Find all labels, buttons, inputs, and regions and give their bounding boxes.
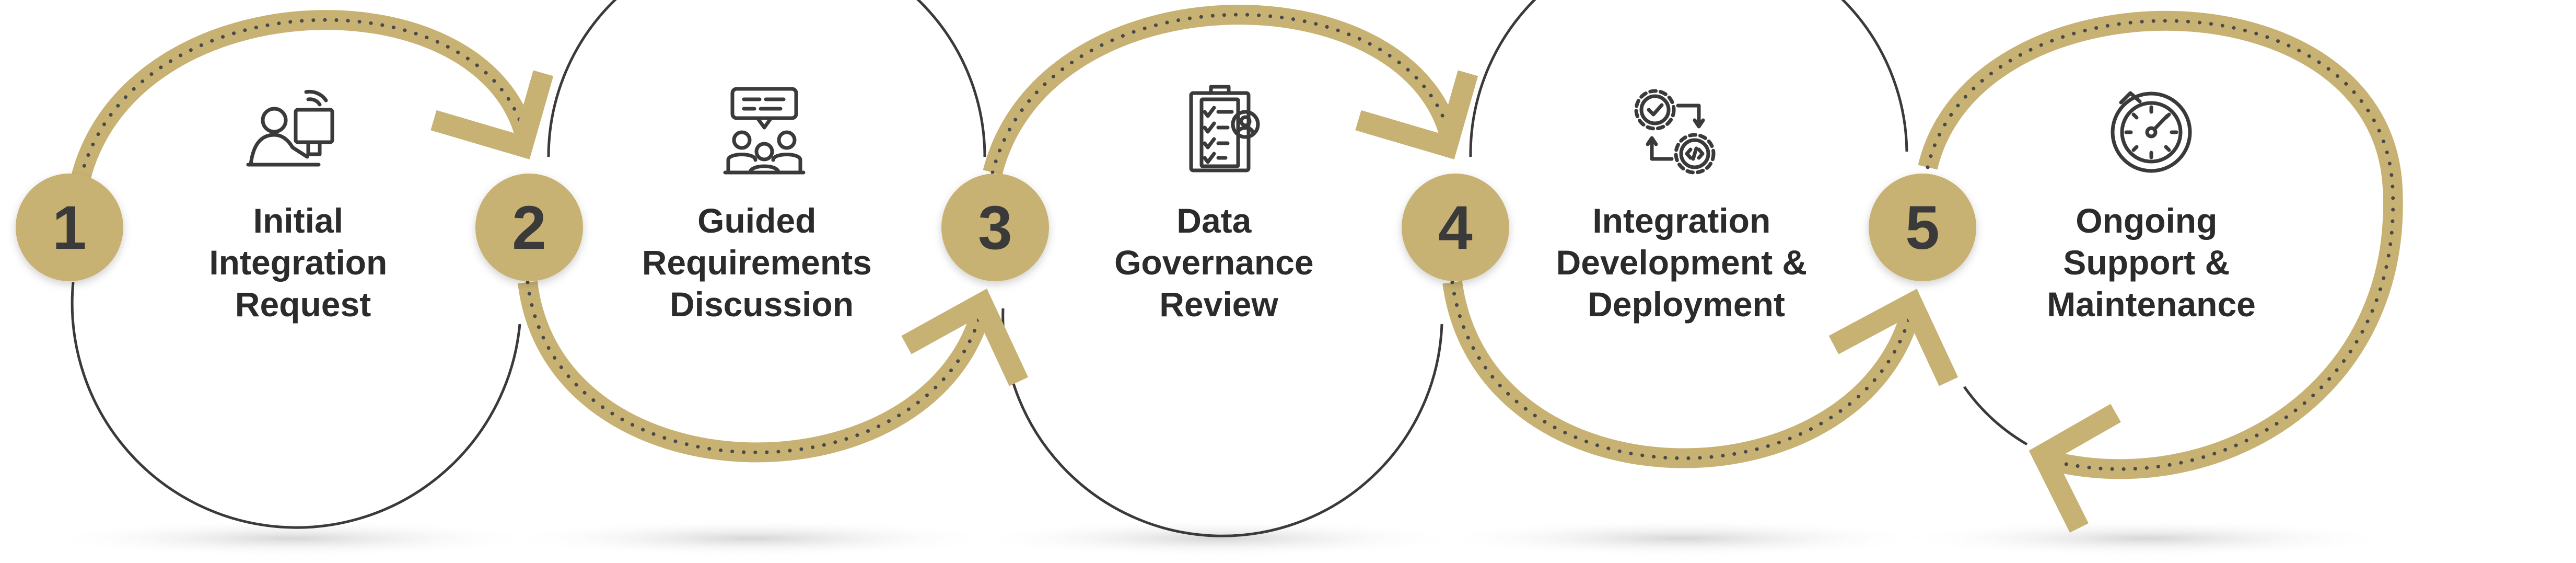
step-3-line-1: Data bbox=[1176, 201, 1252, 240]
step-3-line-2: Governance bbox=[1114, 243, 1314, 282]
thin-arc-step-2 bbox=[547, 0, 986, 157]
step-4-line-2: Development & bbox=[1556, 243, 1807, 282]
user-at-computer-icon bbox=[246, 89, 334, 167]
thin-arc-step-4 bbox=[1469, 0, 1908, 157]
badge-step-1 bbox=[16, 174, 123, 281]
step-1-line-3: Request bbox=[235, 285, 371, 324]
step-5-line-1: Ongoing bbox=[2076, 201, 2217, 240]
step-number-4: 4 bbox=[1438, 193, 1473, 262]
step-2-line-1: Guided bbox=[697, 201, 816, 240]
step-1-line-1: Initial bbox=[253, 201, 343, 240]
step-number-1: 1 bbox=[52, 193, 87, 262]
arrowheads bbox=[430, 70, 2121, 533]
step-2-line-3: Discussion bbox=[670, 285, 854, 324]
step-number-3: 3 bbox=[978, 193, 1012, 262]
thin-arcs bbox=[71, 0, 2028, 537]
badge-step-4 bbox=[1402, 174, 1509, 281]
step-4-label: Integration Development & Deployment bbox=[1556, 201, 1817, 324]
arrowhead-4 bbox=[1828, 289, 1959, 386]
step-2-label: Guided Requirements Discussion bbox=[642, 201, 881, 324]
ground-shadows bbox=[47, 520, 2393, 557]
step-5-label: Ongoing Support & Maintenance bbox=[2047, 201, 2256, 324]
thin-arc-step-1 bbox=[71, 282, 521, 529]
step-4-line-3: Deployment bbox=[1588, 285, 1785, 324]
gears-code-cycle-icon bbox=[1634, 89, 1716, 175]
arrowhead-3 bbox=[1355, 70, 1478, 159]
step-number-2: 2 bbox=[512, 193, 546, 262]
gold-arc-step-5 bbox=[1918, 10, 2403, 479]
step-labels: Initial Integration Request Guided Requi… bbox=[209, 201, 2256, 324]
step-1-label: Initial Integration Request bbox=[209, 201, 397, 324]
step-2-line-2: Requirements bbox=[642, 243, 872, 282]
badge-step-2 bbox=[475, 174, 583, 281]
arrowhead-1 bbox=[430, 70, 554, 159]
step-3-line-3: Review bbox=[1159, 285, 1278, 324]
checklist-review-icon bbox=[1189, 85, 1260, 173]
step-1-line-2: Integration bbox=[209, 243, 387, 282]
badge-step-5 bbox=[1869, 174, 1976, 281]
arrowhead-2 bbox=[901, 289, 1029, 386]
team-meeting-icon bbox=[723, 87, 806, 175]
step-5-line-2: Support & bbox=[2063, 243, 2230, 282]
step-4-line-1: Integration bbox=[1592, 201, 1770, 240]
arrowhead-5 bbox=[2029, 404, 2121, 533]
gold-arc-dots bbox=[76, 13, 2395, 471]
gold-arcs bbox=[68, 5, 2403, 479]
thin-arc-step-3 bbox=[1001, 308, 1443, 537]
step-3-label: Data Governance Review bbox=[1114, 201, 1323, 324]
step-5-line-3: Maintenance bbox=[2047, 285, 2256, 324]
gold-arc-step-4 bbox=[1442, 281, 1922, 468]
badge-step-3 bbox=[941, 174, 1049, 281]
stopwatch-gauge-icon bbox=[2111, 91, 2192, 173]
thin-arc-step-5 bbox=[1963, 386, 2028, 446]
step-number-5: 5 bbox=[1905, 193, 1940, 262]
step-badges: 1 2 3 4 5 bbox=[16, 174, 1976, 281]
